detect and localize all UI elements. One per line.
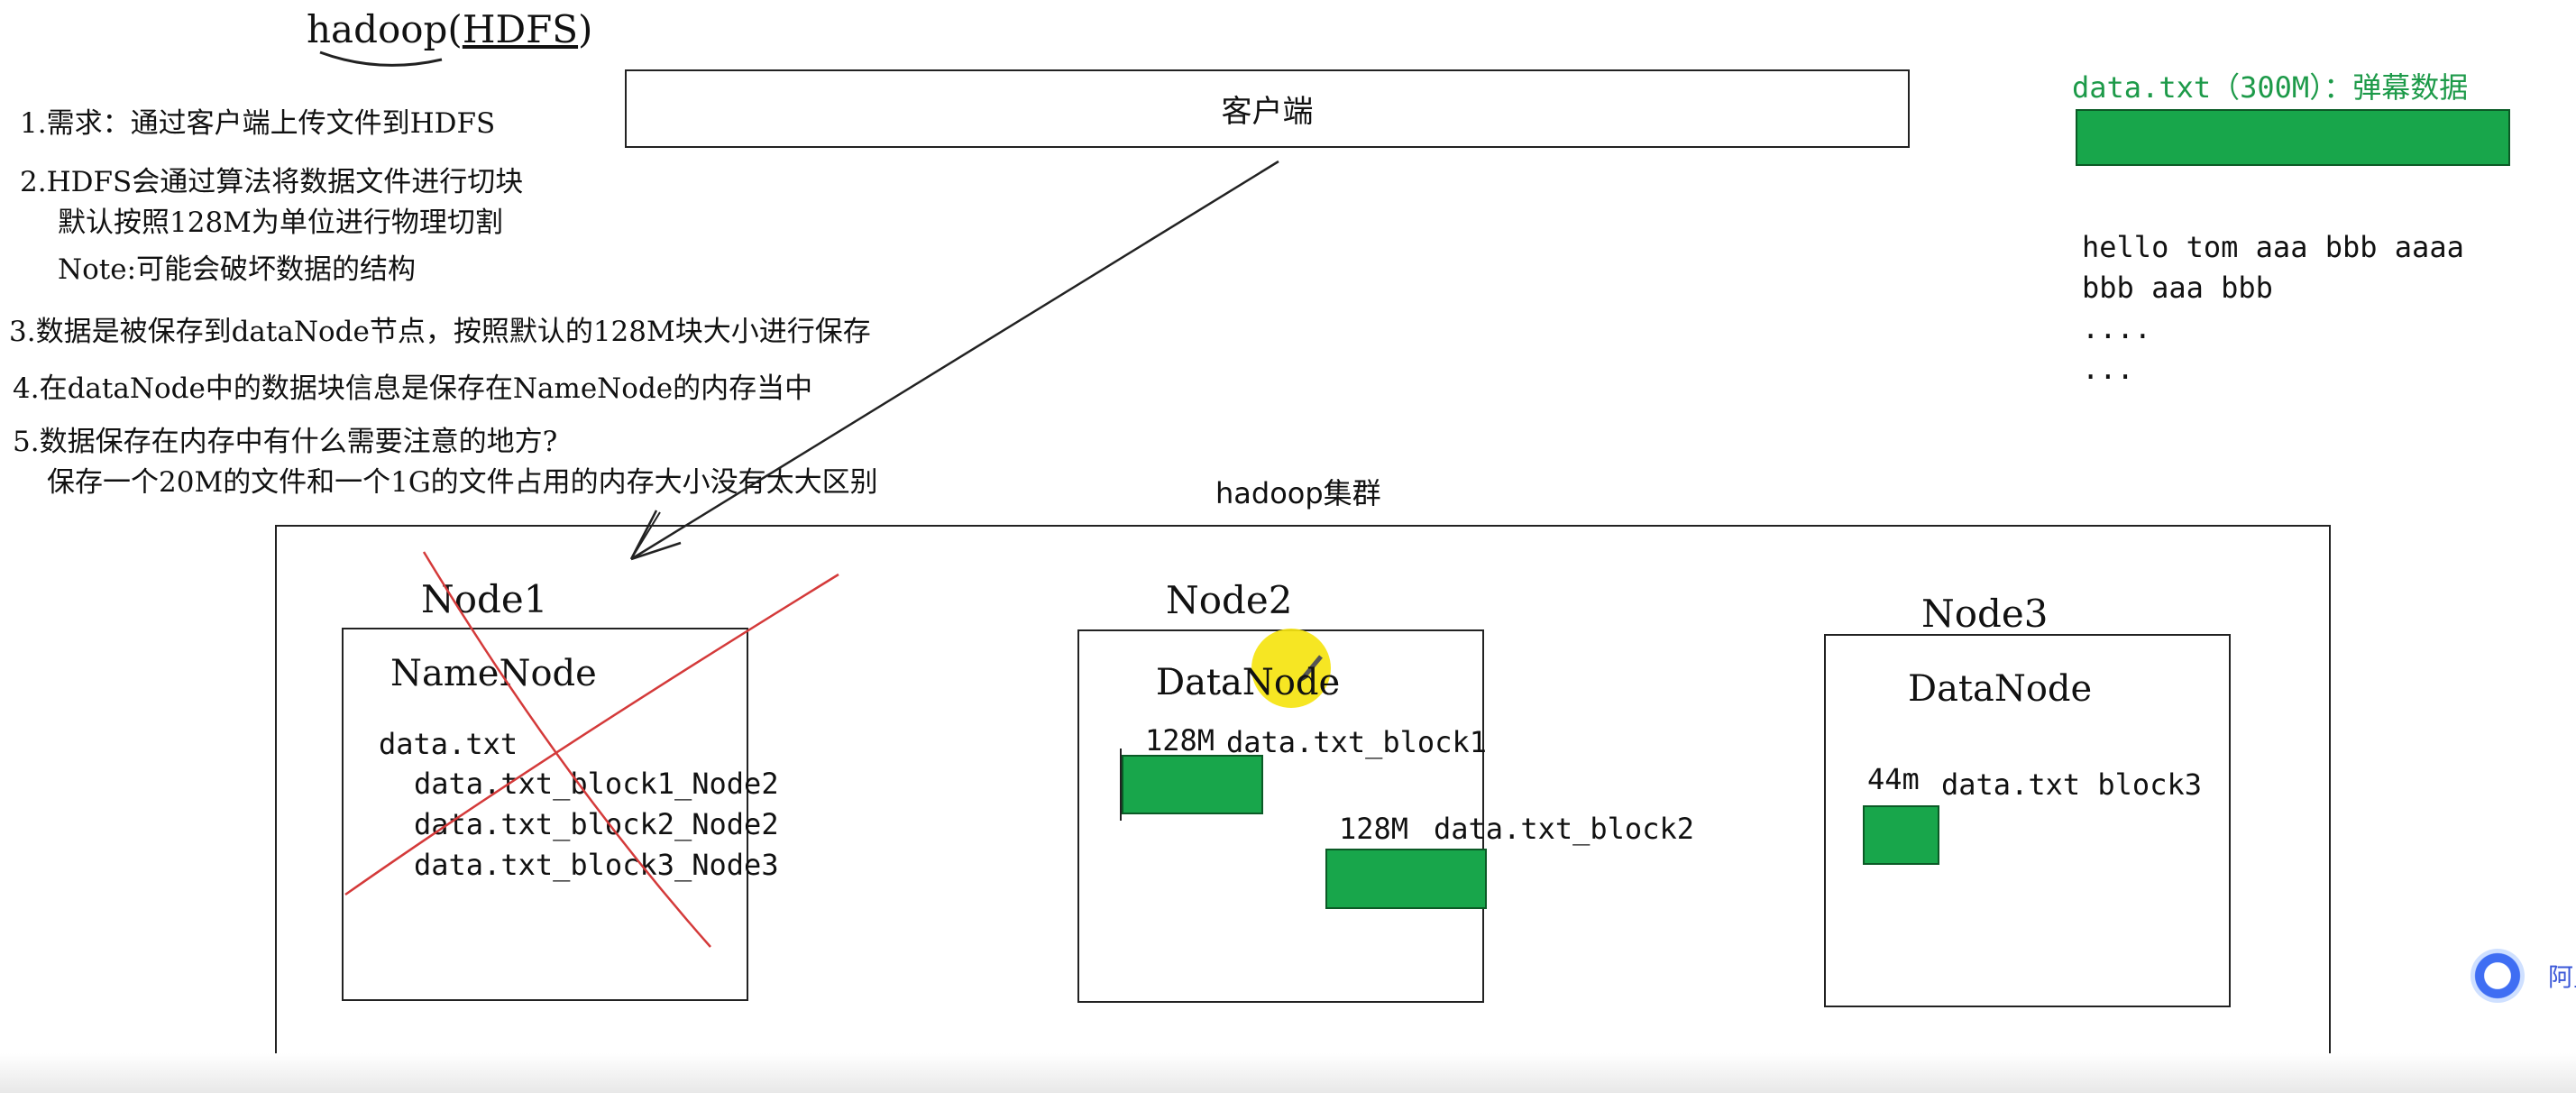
requirement-1: 1.需求：通过客户端上传文件到HDFS bbox=[20, 107, 496, 140]
block2-bar bbox=[1325, 849, 1487, 909]
metadata-block: data.txt_block3_Node3 bbox=[414, 848, 779, 882]
title-underline-stroke bbox=[319, 51, 443, 67]
assistant-icon[interactable] bbox=[2471, 949, 2525, 1003]
block3-name: data.txt block3 bbox=[1941, 767, 2202, 802]
requirement-4: 4.在dataNode中的数据块信息是保存在NameNode的内存当中 bbox=[13, 372, 813, 405]
title-highlight: HDFS bbox=[462, 7, 579, 51]
node1-role: NameNode bbox=[390, 653, 597, 694]
client-box: 客户端 bbox=[625, 69, 1910, 148]
block1-name: data.txt_block1 bbox=[1226, 725, 1487, 759]
assistant-label[interactable]: 阿里 bbox=[2548, 962, 2576, 992]
requirement-2-detail: 默认按照128M为单位进行物理切割 bbox=[58, 207, 503, 239]
requirement-3: 3.数据是被保存到dataNode节点，按照默认的128M块大小进行保存 bbox=[9, 316, 871, 348]
node2-role-overlay: DataNode bbox=[1156, 662, 1341, 703]
bottom-bar bbox=[0, 1053, 2576, 1093]
block3-bar bbox=[1863, 805, 1939, 865]
requirement-2-note: Note:可能会破坏数据的结构 bbox=[58, 253, 417, 286]
node1-label: Node1 bbox=[421, 577, 548, 621]
block1-bar bbox=[1122, 755, 1263, 814]
file-sample-line: bbb aaa bbb bbox=[2082, 271, 2273, 305]
client-label: 客户端 bbox=[1221, 94, 1314, 130]
block2-name: data.txt_block2 bbox=[1434, 812, 1694, 846]
block3-size: 44m bbox=[1867, 762, 1920, 796]
metadata-file: data.txt bbox=[379, 727, 518, 761]
requirement-2: 2.HDFS会通过算法将数据文件进行切块 bbox=[20, 166, 524, 198]
requirement-5: 5.数据保存在内存中有什么需要注意的地方? bbox=[13, 426, 558, 458]
file-sample-line: ... bbox=[2082, 352, 2134, 386]
metadata-block: data.txt_block1_Node2 bbox=[414, 767, 779, 801]
file-bar bbox=[2076, 109, 2510, 166]
node3-label: Node3 bbox=[1921, 592, 2049, 636]
file-title: data.txt（300M）：弹幕数据 bbox=[2072, 70, 2469, 105]
file-sample-line: hello tom aaa bbb aaaa bbox=[2082, 230, 2464, 264]
metadata-block: data.txt_block2_Node2 bbox=[414, 807, 779, 841]
cluster-label: hadoop集群 bbox=[1215, 476, 1381, 510]
block2-size: 128M bbox=[1339, 812, 1409, 846]
block1-size: 128M bbox=[1145, 723, 1215, 758]
page-title: hadoop(HDFS) bbox=[307, 7, 593, 51]
node3-role: DataNode bbox=[1908, 668, 2093, 710]
node2-label: Node2 bbox=[1166, 578, 1293, 622]
requirement-5-detail: 保存一个20M的文件和一个1G的文件占用的内存大小没有太大区别 bbox=[47, 466, 878, 499]
file-sample-line: .... bbox=[2082, 311, 2152, 345]
